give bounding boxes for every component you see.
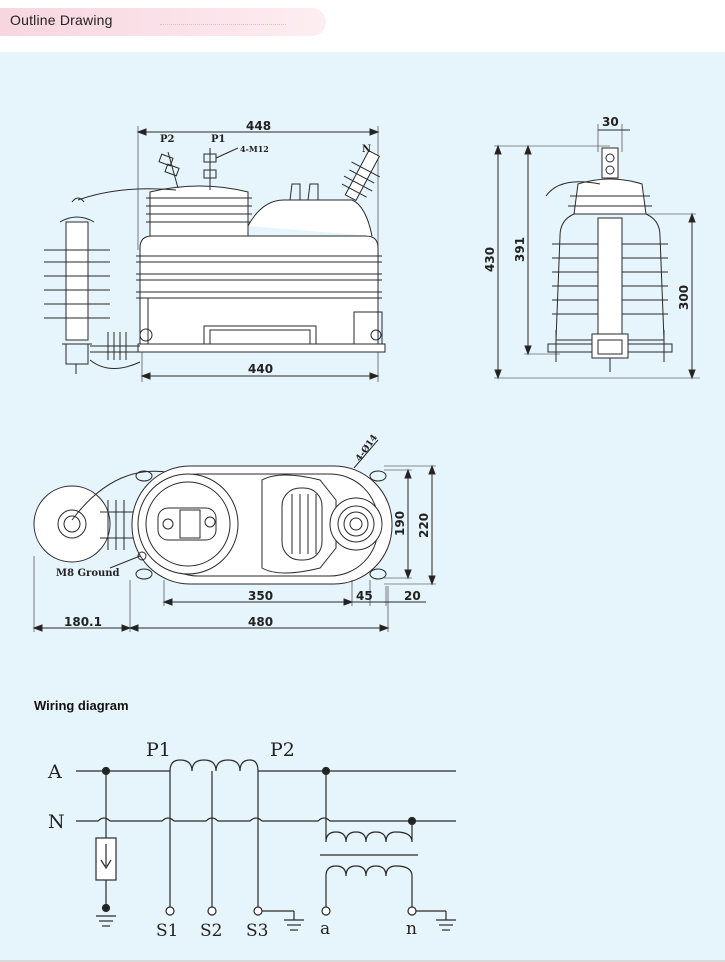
front-view: 448 P2 — [44, 119, 386, 382]
line-a-label: A — [47, 761, 62, 783]
p2-label: P2 — [270, 739, 295, 761]
dim-220: 220 — [417, 513, 431, 538]
dim-430: 430 — [483, 247, 497, 272]
s1-label: S1 — [156, 921, 178, 941]
line-n-label: N — [48, 811, 65, 833]
bottom-divider — [0, 960, 725, 962]
dim-300: 300 — [677, 285, 691, 310]
a-label: a — [320, 919, 330, 939]
wiring-diagram: A N P1 P2 S1 S2 S3 a n — [47, 739, 456, 941]
n-label: n — [406, 919, 417, 939]
dim-180-1: 180.1 — [64, 615, 102, 629]
dim-45: 45 — [356, 589, 373, 603]
s2-label: S2 — [200, 921, 222, 941]
s3-label: S3 — [246, 921, 268, 941]
label-m8-ground: M8 Ground — [56, 568, 120, 579]
dim-30: 30 — [602, 115, 619, 129]
header-bar — [0, 8, 326, 36]
dim-190: 190 — [393, 511, 407, 536]
dim-448: 448 — [246, 119, 271, 133]
label-p1: P1 — [211, 134, 225, 145]
label-4m12: 4-M12 — [240, 144, 269, 154]
label-n: N — [362, 144, 371, 155]
p1-label: P1 — [146, 739, 171, 761]
page-title: Outline Drawing — [10, 12, 113, 28]
label-p2: P2 — [160, 134, 175, 145]
top-view: 4-Ø14 M8 Ground 190 220 350 45 20 — [32, 433, 436, 632]
dim-391: 391 — [513, 237, 527, 262]
dim-350: 350 — [248, 589, 273, 603]
dim-480: 480 — [248, 615, 273, 629]
side-view: 30 430 391 300 — [483, 115, 700, 380]
label-holes: 4-Ø14 — [353, 433, 379, 464]
wiring-diagram-title: Wiring diagram — [34, 698, 129, 713]
dim-20: 20 — [404, 589, 421, 603]
dim-440: 440 — [248, 362, 273, 376]
